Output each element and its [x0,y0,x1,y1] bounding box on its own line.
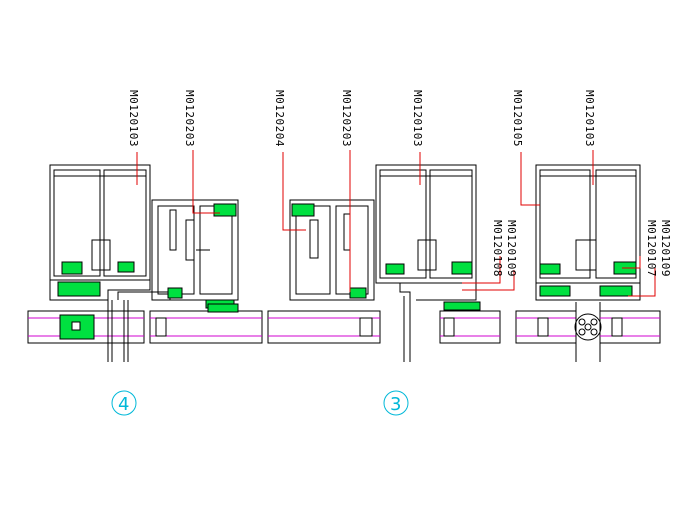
label-s2-cover: M0120105 [511,90,524,147]
glass-panel-right-3 [439,301,501,344]
label-s4-frame: M0120103 [127,90,140,147]
sash-profile-3 [289,199,375,301]
section-2 [515,150,661,362]
label-s2-frame: M0120103 [583,90,596,147]
section-3 [267,150,515,362]
glass-panel-right-2 [599,310,661,344]
mullion-core-2 [574,302,602,362]
frame-profile-4 [49,164,171,362]
glass-panel-left [27,310,145,344]
section-mark-3: 3 [383,390,409,416]
section-mark-4-text: 4 [118,394,129,415]
label-s3-left-frame: M0120204 [273,90,286,147]
glass-panel-left-2 [515,310,577,344]
label-s3-seal-b: M0120108 [491,220,504,277]
label-s3-right-frame: M0120103 [411,90,424,147]
label-s4-sash: M0120203 [183,90,196,147]
section-mark-4: 4 [111,390,137,416]
label-s2-seal-b: M0120107 [645,220,658,277]
glass-panel-right-4 [149,303,263,344]
section-4 [27,150,263,362]
section-mark-3-text: 3 [390,394,401,415]
label-s3-left-sash: M0120203 [340,90,353,147]
label-s3-seal-a: M0120109 [505,220,518,277]
frame-profile-2 [535,164,641,301]
glass-panel-left-3 [267,310,381,344]
frame-profile-3 [375,164,477,362]
label-s2-seal-a: M0120109 [659,220,672,277]
